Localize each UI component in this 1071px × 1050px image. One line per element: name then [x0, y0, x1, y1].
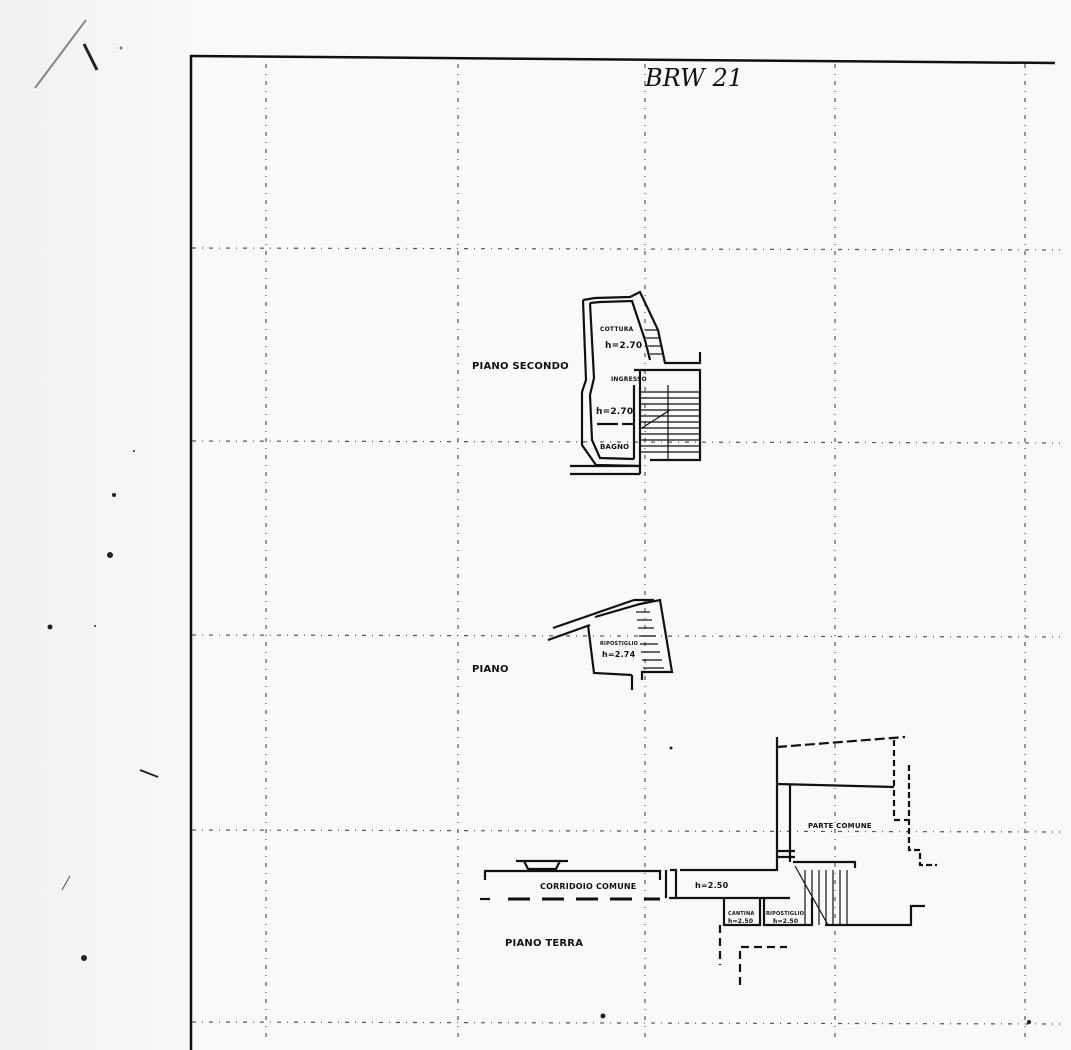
room-label-bagno: BAGNO [600, 443, 629, 451]
room-height-cottura: h=2.70 [605, 341, 642, 351]
room-label-cantina: CANTINA [728, 911, 754, 917]
corner-marks [34, 19, 123, 89]
room-label-ripostiglio-ground: RIPOSTIGLIO [766, 911, 804, 917]
plan-first-floor: RIPOSTIGLIO h=2.74 [547, 598, 674, 690]
room-label-ripostiglio-first: RIPOSTIGLIO [600, 641, 638, 647]
plan-second-floor: COTTURA h=2.70 INGRESSO h=2.70 BAGNO [570, 290, 702, 476]
drawing-frame [189, 54, 1056, 1050]
floor-label-first: PIANO [472, 664, 509, 675]
floor-label-ground: PIANO TERRA [505, 938, 583, 949]
grid-lines [191, 64, 1061, 1040]
room-height-living: h=2.70 [596, 407, 633, 417]
plan-ground-floor: CORRIDOIO COMUNE h=2.50 CANTINA h=2.50 R… [480, 735, 937, 985]
scan-margin [0, 0, 190, 1050]
scan-specks [47, 450, 1031, 1024]
room-label-parte-comune: PARTE COMUNE [808, 822, 872, 830]
floor-label-second: PIANO SECONDO [472, 361, 569, 372]
room-height-cantina: h=2.50 [728, 918, 753, 925]
room-label-ingresso: INGRESSO [611, 376, 647, 383]
room-height-ripostiglio-first: h=2.74 [602, 650, 636, 659]
room-height-ground-hall: h=2.50 [695, 881, 729, 890]
room-label-corridoio-comune: CORRIDOIO COMUNE [540, 882, 636, 891]
room-label-cottura: COTTURA [600, 326, 634, 333]
handwritten-reference: BRW 21 [644, 64, 743, 92]
room-height-ripostiglio-ground: h=2.50 [773, 918, 798, 925]
